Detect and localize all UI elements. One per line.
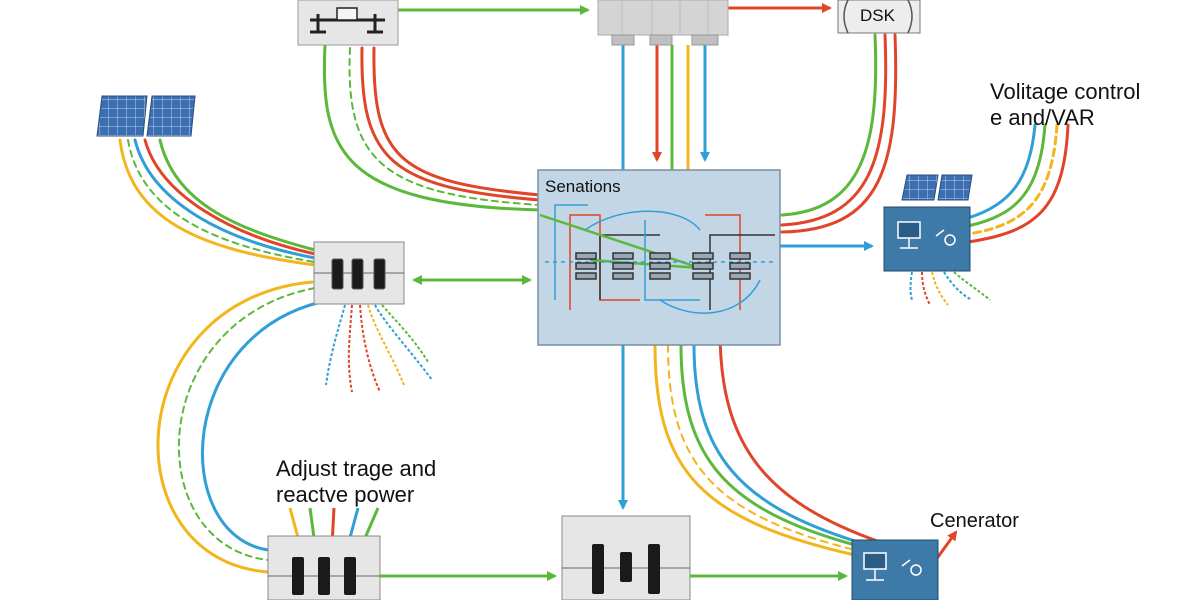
dangling-cables-right	[909, 271, 991, 306]
voltage-control-label-line1: Volitage control	[990, 79, 1141, 104]
generator-unit	[851, 539, 939, 600]
insulator-stacks	[575, 252, 751, 280]
solar-panel-icon	[96, 95, 196, 137]
senations-box	[537, 169, 781, 346]
adjust-label-line2: reactve power	[276, 482, 415, 507]
inverter-icon	[897, 221, 956, 249]
bottom-center-unit	[561, 515, 691, 600]
top-switchgear	[297, 0, 399, 46]
generator-icon	[863, 552, 922, 581]
center-box-label: Senations	[545, 177, 621, 196]
dangling-cables-left	[325, 304, 433, 393]
dsk-label: DSK	[860, 6, 895, 25]
right-inverter-unit	[883, 174, 973, 272]
generation-label: Cenerator	[930, 510, 1019, 532]
left-gray-unit	[313, 241, 405, 305]
top-center-unit	[597, 0, 729, 46]
flow-arrows	[380, 3, 958, 581]
bottom-left-unit	[267, 507, 381, 600]
switchgear-icon	[310, 7, 385, 34]
dsk-unit	[837, 0, 921, 34]
adjust-label-line1: Adjust trage and	[276, 456, 437, 481]
feedback-arrow	[715, 328, 881, 544]
cable-bundles	[118, 33, 1070, 574]
voltage-control-label-line2: e and/VAR	[990, 105, 1095, 130]
